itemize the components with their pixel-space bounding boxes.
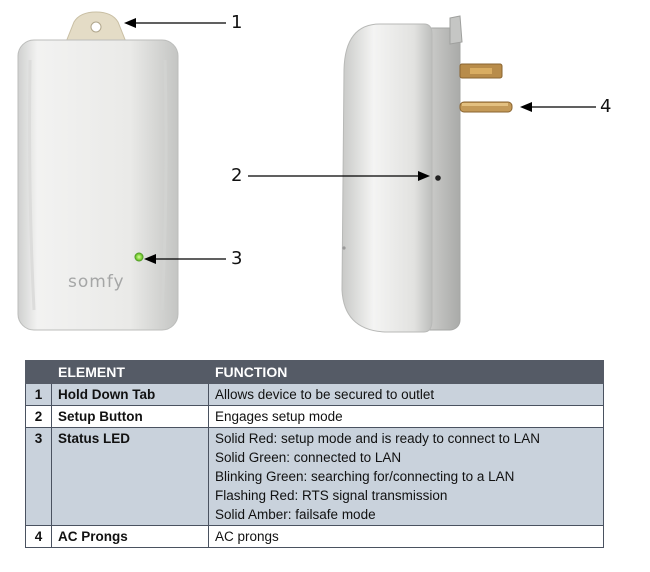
row-function: Allows device to be secured to outlet <box>208 383 604 406</box>
front-device: somfy <box>17 11 179 331</box>
outlet-stub <box>449 15 463 45</box>
element-function-table: ELEMENT FUNCTION 1 Hold Down Tab Allows … <box>25 360 604 548</box>
device-figure: somfy <box>17 11 596 333</box>
table-row: 3 Status LED Solid Red: setup mode and i… <box>25 427 604 526</box>
side-body <box>341 23 433 333</box>
row-number: 1 <box>25 383 52 406</box>
table-row: 4 AC Prongs AC prongs <box>25 525 604 548</box>
row-function: Engages setup mode <box>208 405 604 428</box>
row-element: Setup Button <box>51 405 209 428</box>
row-element: Status LED <box>51 427 209 526</box>
header-num <box>25 360 52 384</box>
row-function: Solid Red: setup mode and is ready to co… <box>208 427 604 526</box>
callout-1: 1 <box>231 12 243 33</box>
status-led-icon <box>134 252 144 262</box>
header-element: ELEMENT <box>51 360 209 384</box>
callout-arrows <box>124 18 596 264</box>
callout-4: 4 <box>600 96 612 117</box>
callout-3: 3 <box>231 248 243 269</box>
table-row: 1 Hold Down Tab Allows device to be secu… <box>25 383 604 406</box>
row-element: Hold Down Tab <box>51 383 209 406</box>
row-number: 3 <box>25 427 52 526</box>
table-row: 2 Setup Button Engages setup mode <box>25 405 604 428</box>
side-device <box>341 15 513 333</box>
header-function: FUNCTION <box>208 360 604 384</box>
table-header-row: ELEMENT FUNCTION <box>25 360 604 384</box>
callout-2: 2 <box>231 165 243 186</box>
row-number: 2 <box>25 405 52 428</box>
setup-button-icon <box>435 175 441 181</box>
row-number: 4 <box>25 525 52 548</box>
row-element: AC Prongs <box>51 525 209 548</box>
tab-hole <box>90 21 102 33</box>
row-function: AC prongs <box>208 525 604 548</box>
brand-logo: somfy <box>68 272 125 292</box>
